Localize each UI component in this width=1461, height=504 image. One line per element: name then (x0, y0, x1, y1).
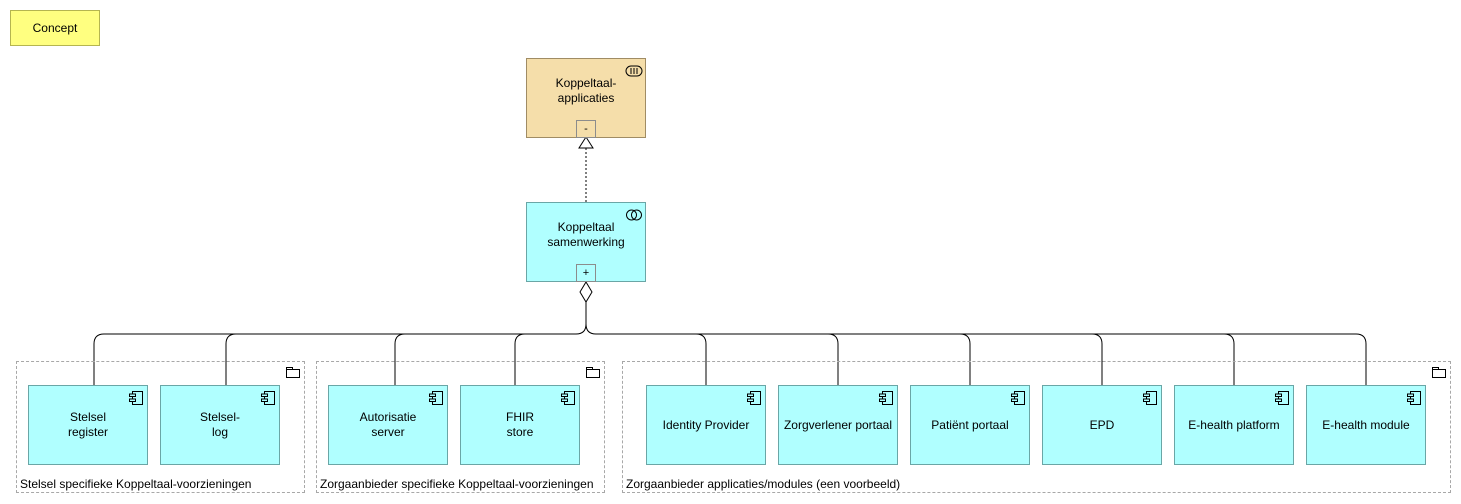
aggregation-line-ehealth-module (585, 323, 1367, 386)
component-label: Zorgverlener portaal (783, 417, 893, 432)
group-label: Zorgaanbieder applicaties/modules (een v… (626, 477, 901, 491)
concept-legend[interactable]: Concept (10, 10, 100, 46)
component-label: Stelsel register (67, 410, 108, 439)
component-stelsel-log[interactable]: Stelsel- log (160, 385, 280, 465)
realization-arrowhead (578, 136, 594, 149)
component-label: Patiënt portaal (931, 417, 1009, 432)
component-label: Autorisatie server (359, 410, 417, 439)
application-component-icon (747, 391, 761, 405)
component-ehealth-module[interactable]: E-health module (1306, 385, 1426, 465)
component-stelsel-register[interactable]: Stelsel register (28, 385, 148, 465)
aggregation-line-stelsel-log (225, 333, 237, 386)
aggregation-diamond (579, 281, 593, 303)
aggregation-line-ehealth-platform (1223, 333, 1235, 386)
component-label: Identity Provider (662, 417, 750, 432)
component-label: EPD (1089, 417, 1115, 432)
application-component-icon (429, 391, 443, 405)
component-epd[interactable]: EPD (1042, 385, 1162, 465)
component-ehealth-platform[interactable]: E-health platform (1174, 385, 1294, 465)
aggregation-line-epd (1091, 333, 1103, 386)
folder-icon (286, 367, 300, 378)
component-label: E-health platform (1188, 417, 1280, 432)
application-component-icon (129, 391, 143, 405)
aggregation-line-stelsel-register (93, 302, 587, 386)
koppeltaal-samenwerking-label: Koppeltaal samenwerking (547, 220, 625, 249)
application-component-icon (1275, 391, 1289, 405)
koppeltaal-samenwerking-node[interactable]: Koppeltaal samenwerking + (526, 202, 646, 282)
application-collaboration-icon (626, 209, 642, 221)
aggregation-line-autorisatie-server (394, 333, 406, 386)
group-zorgaanbieder-voorzieningen[interactable]: Zorgaanbieder specifieke Koppeltaal-voor… (316, 361, 605, 493)
component-label: FHIR store (506, 410, 534, 439)
component-identity-provider[interactable]: Identity Provider (646, 385, 766, 465)
koppeltaal-applicaties-node[interactable]: Koppeltaal- applicaties - (526, 58, 646, 138)
expand-button[interactable]: + (576, 264, 596, 282)
application-component-icon (1011, 391, 1025, 405)
component-label: Stelsel- log (199, 410, 240, 439)
component-patient-portaal[interactable]: Patiënt portaal (910, 385, 1030, 465)
component-fhir-store[interactable]: FHIR store (460, 385, 580, 465)
group-label: Stelsel specifieke Koppeltaal-voorzienin… (20, 477, 252, 491)
group-stelsel-voorzieningen[interactable]: Stelsel specifieke Koppeltaal-voorzienin… (16, 361, 305, 493)
application-component-icon (261, 391, 275, 405)
aggregation-line-identity-provider (695, 333, 707, 386)
collapse-button[interactable]: - (576, 120, 596, 138)
application-component-icon (879, 391, 893, 405)
component-zorgverlener-portaal[interactable]: Zorgverlener portaal (778, 385, 898, 465)
folder-icon (1432, 367, 1446, 378)
folder-icon (586, 367, 600, 378)
application-component-icon (1407, 391, 1421, 405)
technology-service-icon (625, 65, 643, 77)
aggregation-line-fhir-store (514, 333, 526, 386)
group-label: Zorgaanbieder specifieke Koppeltaal-voor… (320, 477, 594, 491)
component-label: E-health module (1322, 417, 1410, 432)
aggregation-line-zorgverlener-portaal (827, 333, 839, 386)
koppeltaal-applicaties-label: Koppeltaal- applicaties (555, 76, 617, 105)
component-autorisatie-server[interactable]: Autorisatie server (328, 385, 448, 465)
group-zorgaanbieder-applicaties[interactable]: Zorgaanbieder applicaties/modules (een v… (622, 361, 1451, 493)
concept-label: Concept (32, 20, 78, 35)
application-component-icon (561, 391, 575, 405)
aggregation-line-patient-portaal (959, 333, 971, 386)
application-component-icon (1143, 391, 1157, 405)
